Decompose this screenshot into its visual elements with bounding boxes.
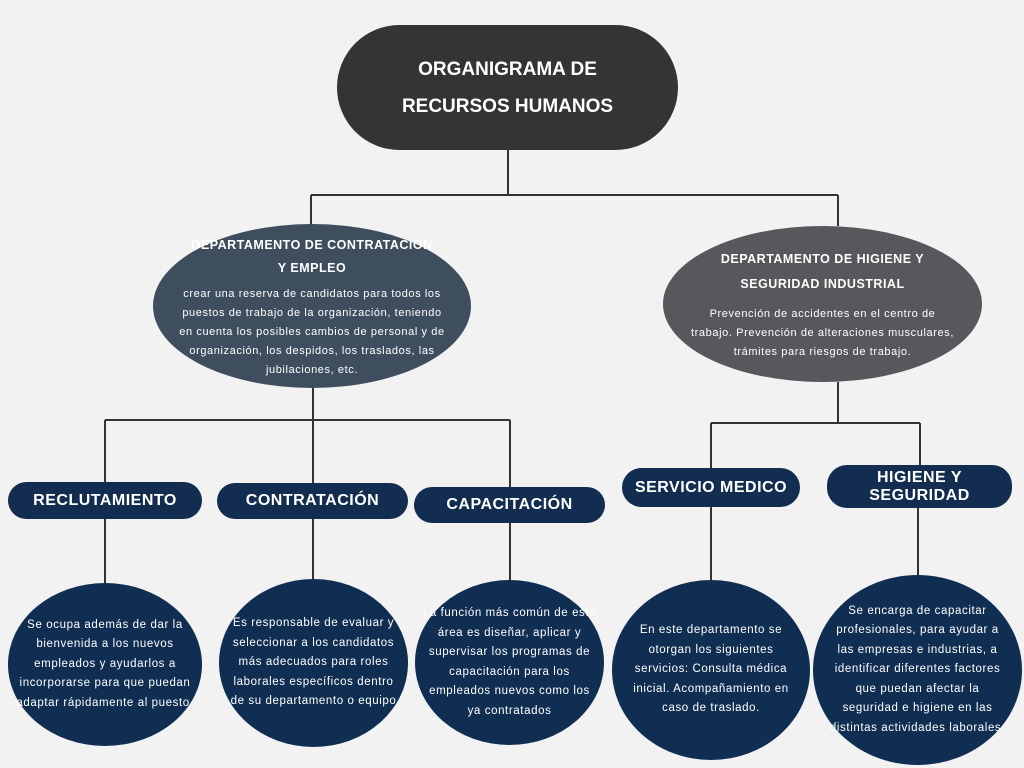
area-higiene-seguridad: HIGIENE Y SEGURIDAD — [827, 465, 1012, 508]
dept-title: DEPARTAMENTO DE HIGIENE Y — [720, 251, 925, 266]
area-capacitacion: CAPACITACIÓN — [414, 487, 605, 523]
dept-title: Y EMPLEO — [277, 260, 347, 275]
title-line-1: ORGANIGRAMA DE — [418, 58, 597, 80]
title-line-2: RECURSOS HUMANOS — [401, 95, 614, 117]
chart-title: ORGANIGRAMA DE RECURSOS HUMANOS — [337, 25, 678, 150]
dept-description: crear una reserva de candidatos para tod… — [179, 287, 445, 376]
description-capacitacion: La función más común de esta área es dis… — [415, 580, 604, 745]
area-reclutamiento: RECLUTAMIENTO — [8, 482, 202, 519]
area-servicio-medico: SERVICIO MEDICO — [622, 468, 800, 507]
dept-contratacion-empleo: DEPARTAMENTO DE CONTRATACIÓN Y EMPLEO cr… — [153, 224, 471, 388]
dept-description: Prevención de accidentes en el centro de… — [691, 307, 954, 358]
dept-title: SEGURIDAD INDUSTRIAL — [740, 276, 905, 291]
area-contratacion: CONTRATACIÓN — [217, 483, 408, 519]
dept-title: DEPARTAMENTO DE CONTRATACIÓN — [191, 237, 433, 252]
description-contratacion: Es responsable de evaluar y seleccionar … — [219, 579, 408, 747]
description-reclutamiento: Se ocupa además de dar la bienvenida a l… — [8, 583, 202, 746]
description-servicio-medico: En este departamento se otorgan los sigu… — [612, 580, 810, 760]
description-higiene-seguridad: Se encarga de capacitar profesionales, p… — [813, 575, 1022, 765]
dept-higiene-seguridad: DEPARTAMENTO DE HIGIENE Y SEGURIDAD INDU… — [663, 226, 982, 382]
